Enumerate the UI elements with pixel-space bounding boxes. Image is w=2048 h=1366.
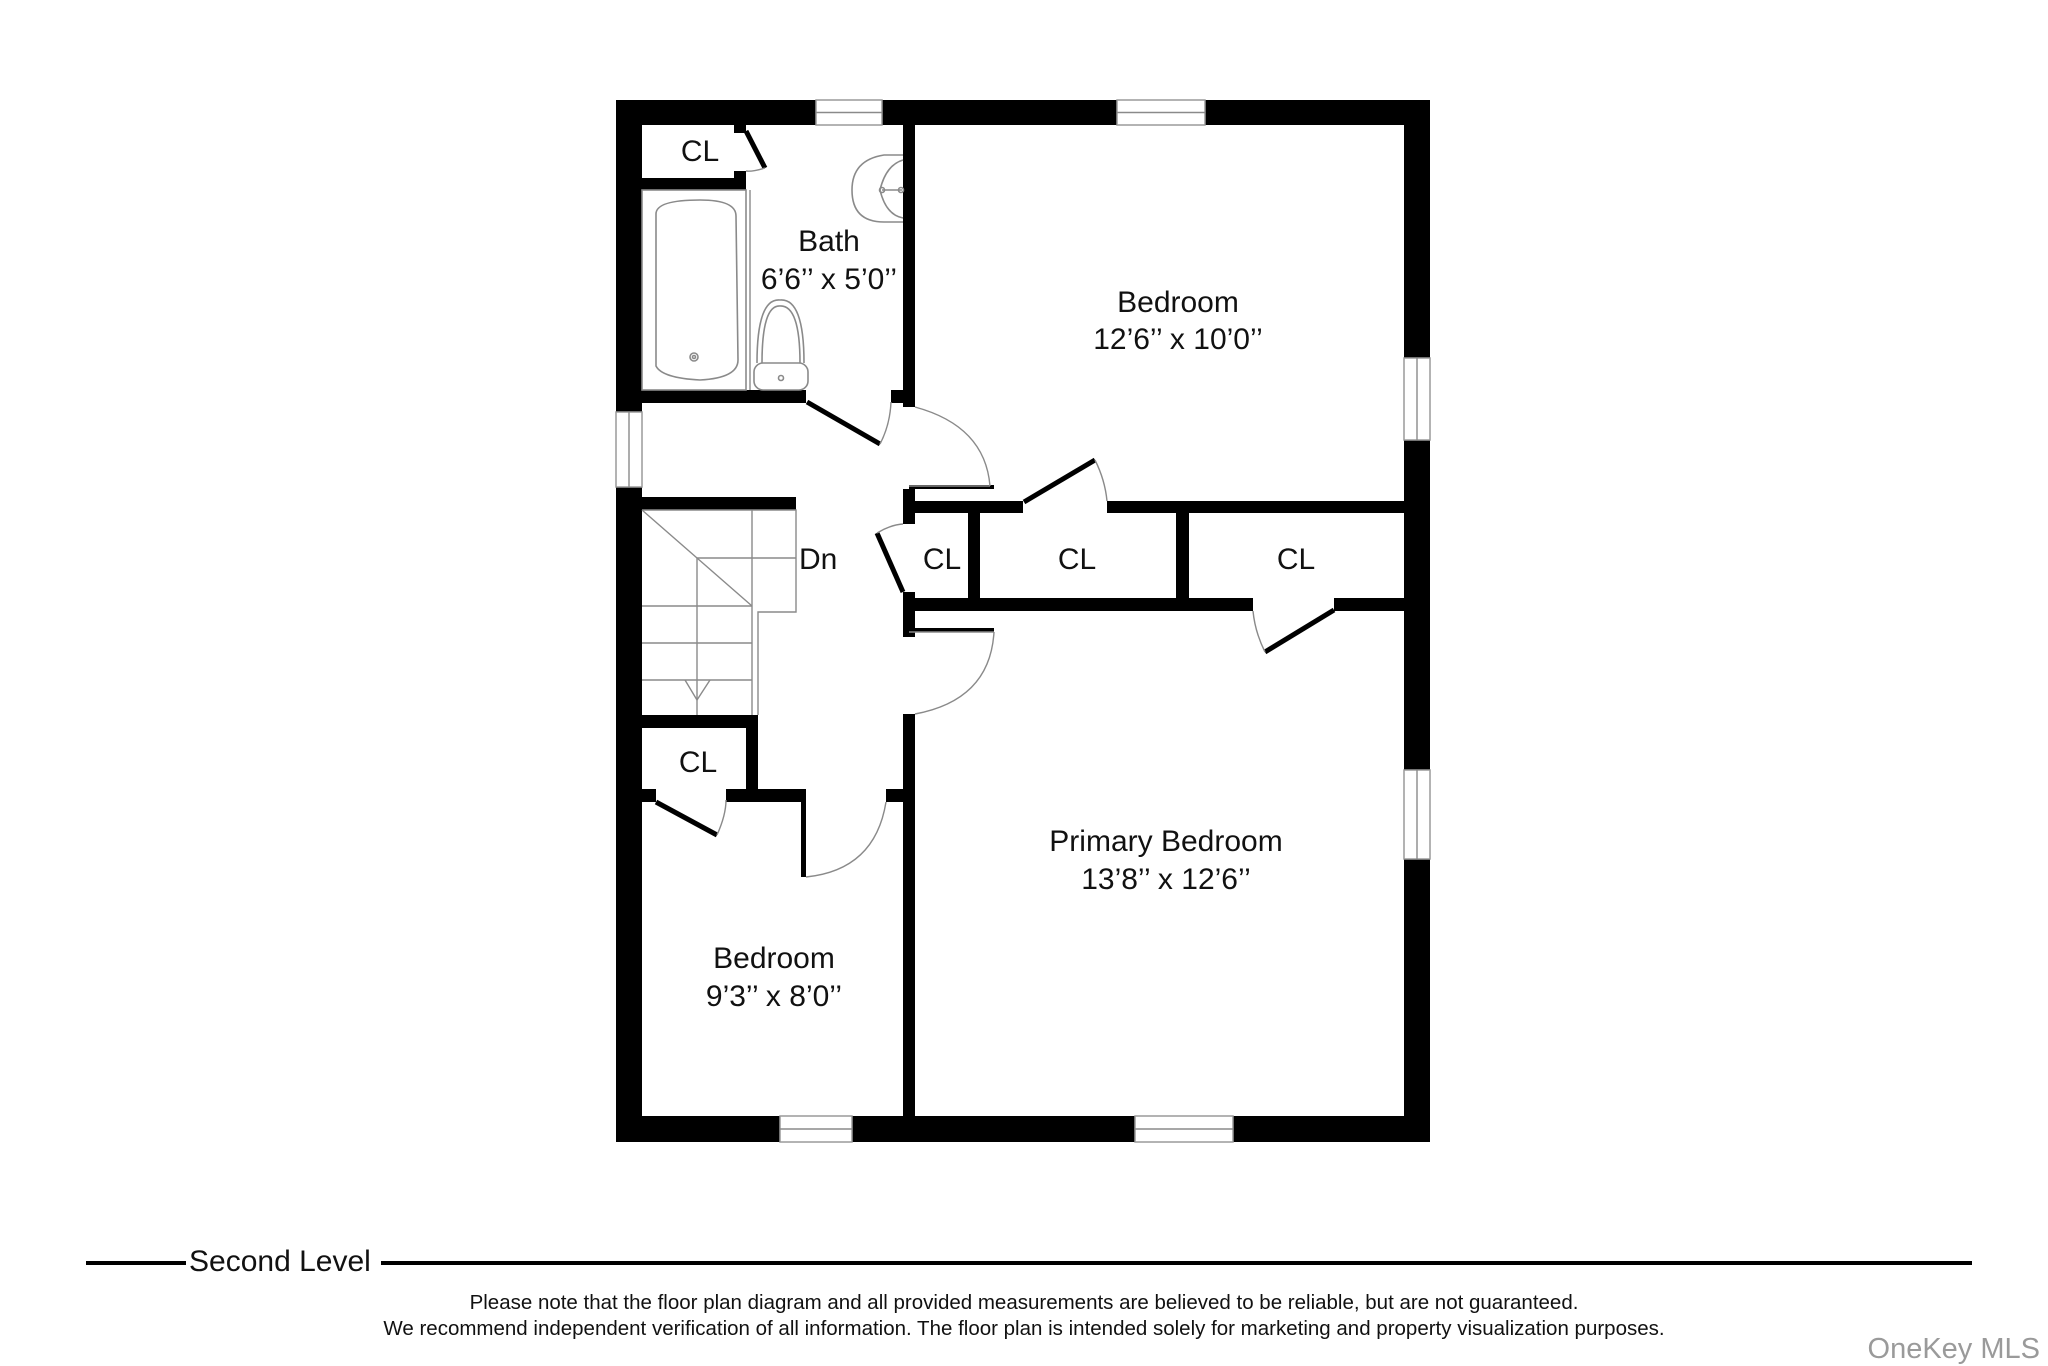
room-dim-bedroom-small: 9’3’’ x 8’0’’ xyxy=(706,980,842,1013)
disclaimer-line-1: Please note that the floor plan diagram … xyxy=(469,1291,1579,1314)
door-primary xyxy=(909,631,995,715)
closet-label-bath: CL xyxy=(681,135,719,168)
closet-label-hall: CL xyxy=(923,543,961,576)
window-bedroom-bottom xyxy=(779,1115,853,1143)
door-bedroom-upper xyxy=(909,406,991,487)
door-lower-closet xyxy=(654,799,727,838)
closet-label-small-bedroom: CL xyxy=(679,746,717,779)
window-bath-top xyxy=(815,99,883,126)
room-dim-bath: 6’6’’ x 5’0’’ xyxy=(761,263,897,296)
door-bedroom-closet xyxy=(1022,457,1108,505)
window-hall-left xyxy=(615,411,643,488)
closet-label-primary: CL xyxy=(1277,543,1315,576)
disclaimer-line-2: We recommend independent verification of… xyxy=(383,1317,1665,1340)
toilet-icon xyxy=(749,190,809,391)
watermark-logo: OneKey MLS xyxy=(1867,1333,2040,1365)
room-dim-bedroom-upper: 12’6’’ x 10’0’’ xyxy=(1093,323,1263,356)
window-bedroom-top xyxy=(1116,99,1206,126)
level-label: Second Level xyxy=(189,1245,371,1278)
window-bedroom-right xyxy=(1403,357,1431,441)
door-hall-closet xyxy=(874,523,906,594)
closet-label-bedroom: CL xyxy=(1058,543,1096,576)
window-primary-bottom xyxy=(1134,1115,1234,1143)
bathtub-icon xyxy=(641,189,747,391)
sink-icon xyxy=(851,154,905,223)
door-bath xyxy=(805,399,892,447)
room-name-primary-bedroom: Primary Bedroom xyxy=(1049,825,1282,858)
room-labels: CL Bath 6’6’’ x 5’0’’ Bedroom 12’6’’ x 1… xyxy=(679,135,1315,1013)
stairs-down-arrow-icon xyxy=(684,679,711,701)
room-dim-primary-bedroom: 13’8’’ x 12’6’’ xyxy=(1081,863,1251,896)
level-rule-left xyxy=(86,1261,186,1265)
door-small-bedroom xyxy=(805,801,887,878)
room-name-bedroom-upper: Bedroom xyxy=(1117,286,1239,319)
room-name-bedroom-small: Bedroom xyxy=(713,942,835,975)
door-bath-closet xyxy=(743,129,768,172)
interior-walls xyxy=(642,125,1404,1116)
exterior-walls xyxy=(616,100,1430,1142)
doors xyxy=(654,129,1336,878)
room-name-bath: Bath xyxy=(798,225,860,258)
staircase xyxy=(641,509,797,715)
window-primary-right xyxy=(1403,769,1431,860)
windows xyxy=(615,99,1431,1143)
door-primary-closet xyxy=(1252,607,1336,655)
level-rule-right xyxy=(381,1261,1972,1265)
stairs-down-label: Dn xyxy=(799,543,837,576)
